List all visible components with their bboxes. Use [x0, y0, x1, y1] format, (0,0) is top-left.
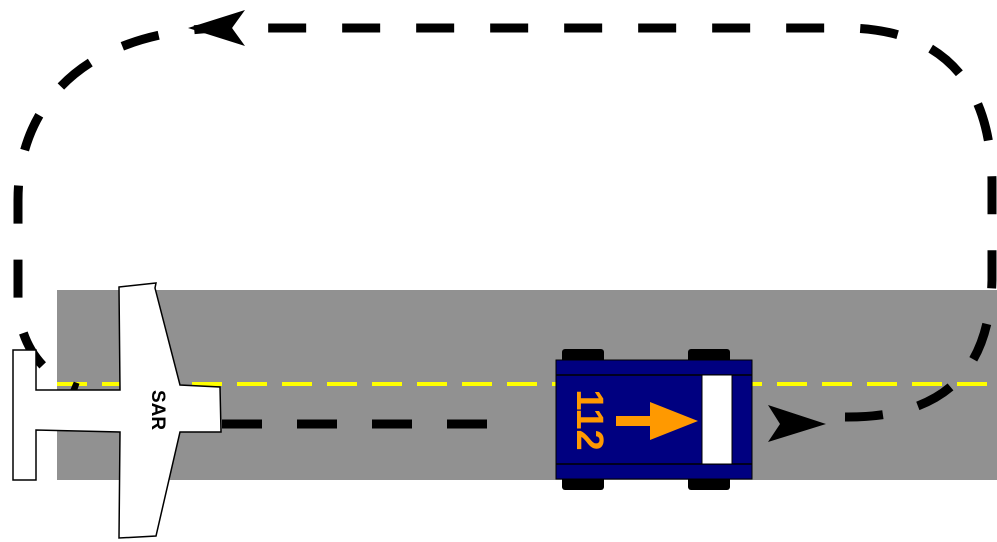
- arrowhead-left-icon: [188, 10, 245, 46]
- vehicle-number: 112: [568, 389, 610, 450]
- vehicle-windshield: [702, 375, 732, 464]
- vehicle-icon: 112: [556, 349, 752, 490]
- aircraft-label: SAR: [147, 390, 168, 430]
